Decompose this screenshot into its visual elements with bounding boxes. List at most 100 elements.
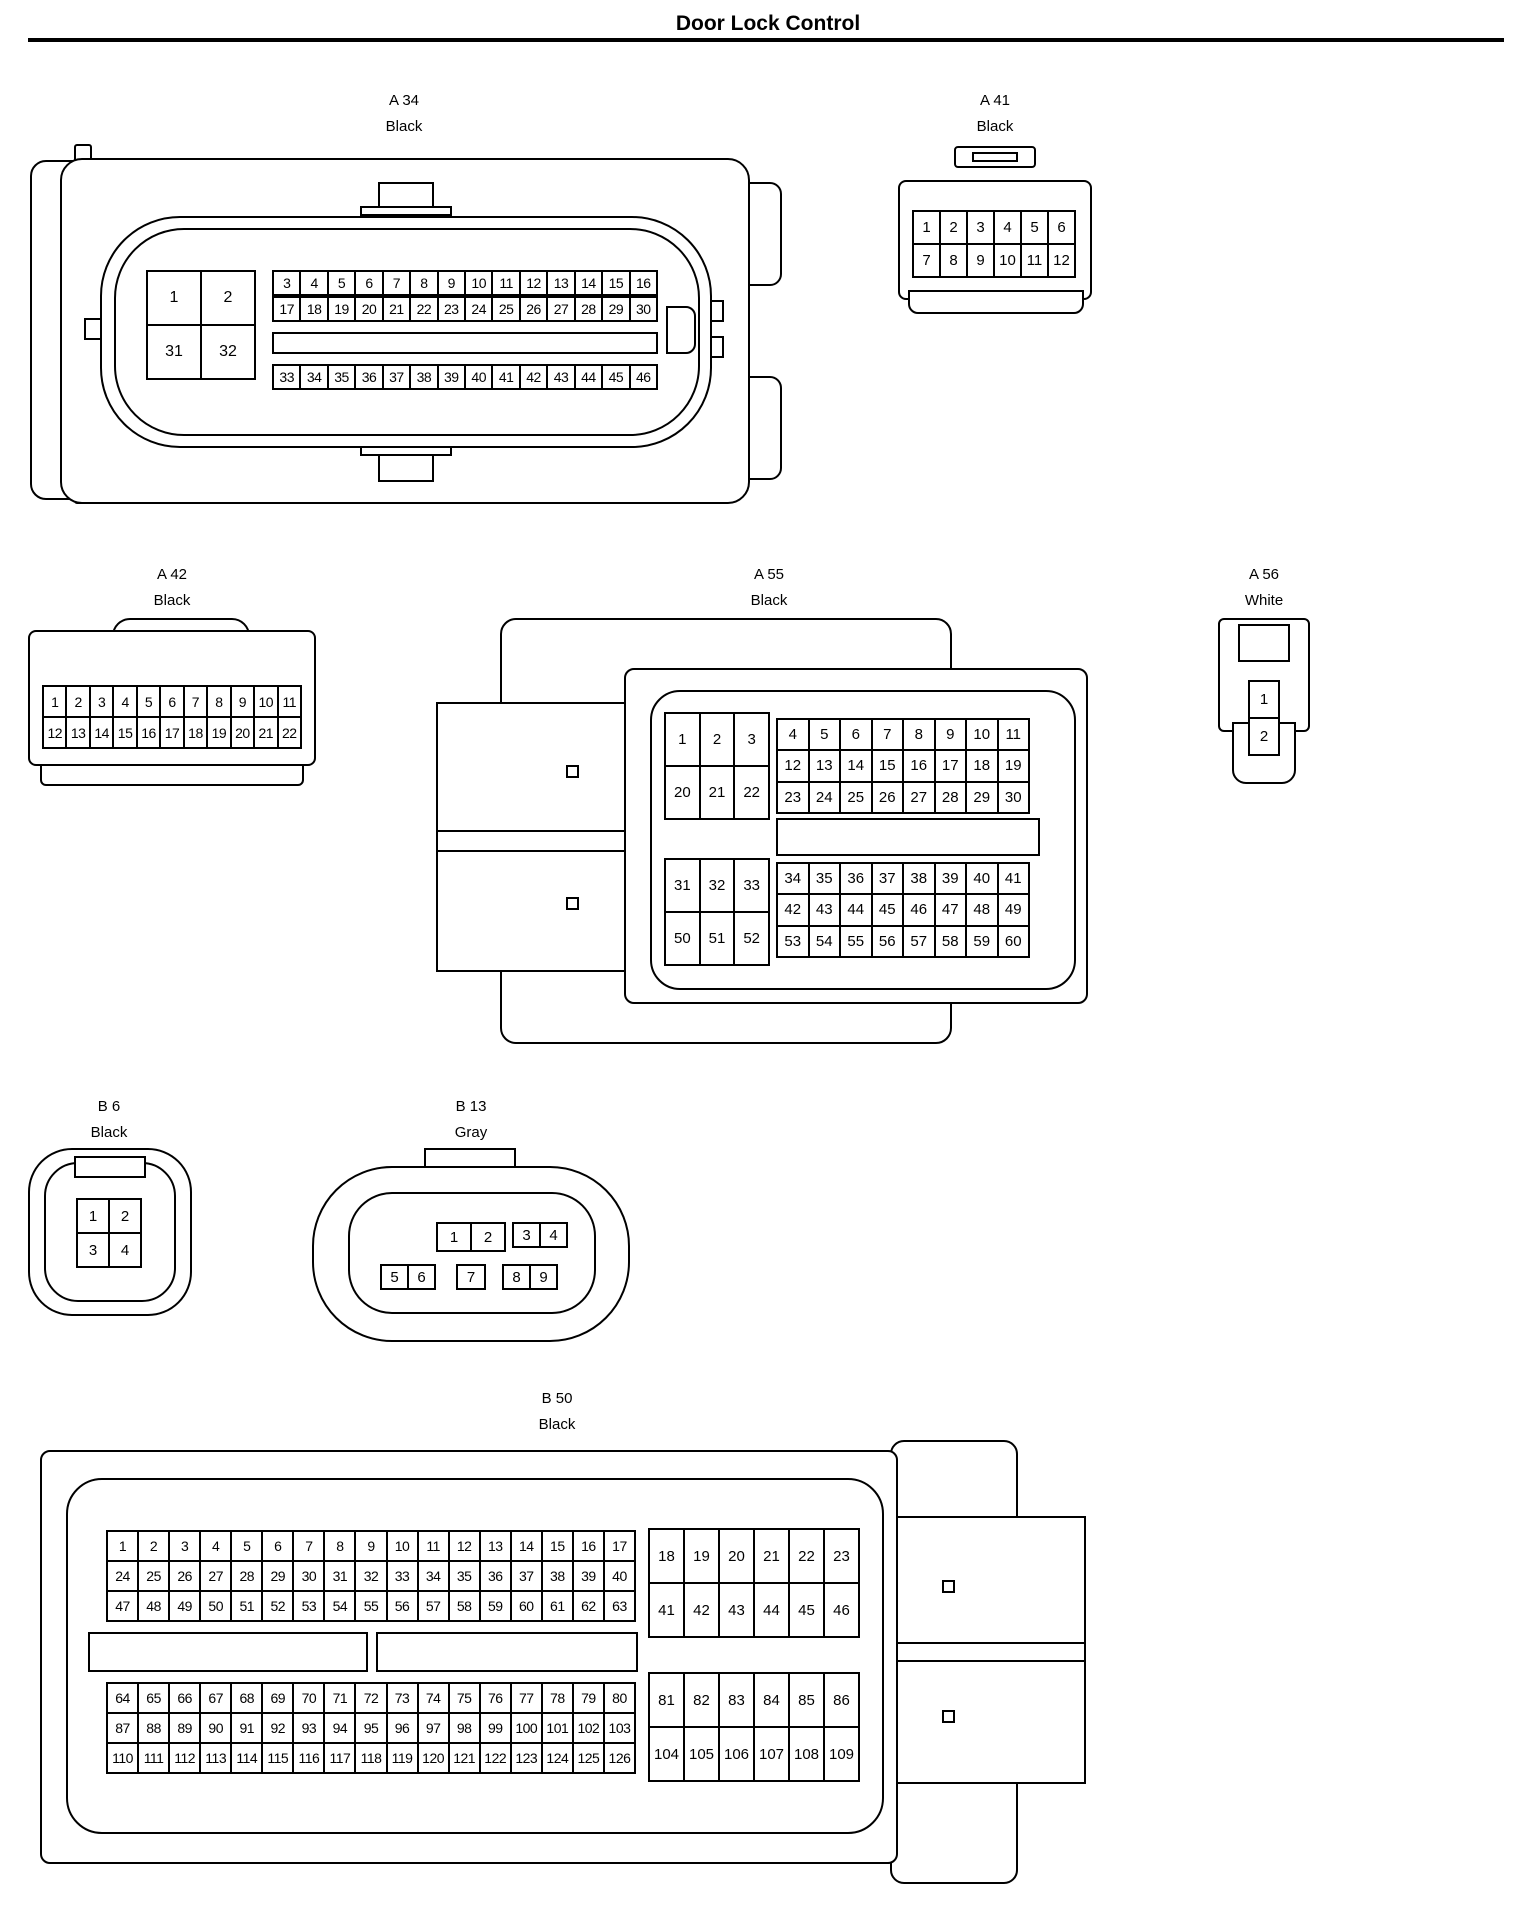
a55-lever-hole-bottom — [566, 897, 579, 910]
page-title: Door Lock Control — [675, 12, 861, 35]
pin: 26 — [519, 297, 548, 321]
pin: 1 — [437, 1223, 471, 1251]
pin: 59 — [479, 1591, 511, 1621]
pin: 100 — [510, 1713, 542, 1743]
pin: 104 — [649, 1727, 684, 1781]
pin: 34 — [417, 1561, 449, 1591]
pin: 8 — [940, 244, 967, 277]
pin: 36 — [355, 365, 383, 389]
pin: 36 — [840, 863, 872, 895]
pin: 56 — [871, 925, 903, 957]
pin: 2 — [940, 211, 967, 244]
pin: 35 — [448, 1561, 480, 1591]
pin: 1 — [147, 271, 201, 325]
pin: 52 — [734, 912, 769, 965]
pin: 86 — [824, 1673, 859, 1727]
pin: 102 — [572, 1713, 604, 1743]
pin: 22 — [277, 717, 301, 748]
pin: 5 — [1021, 211, 1048, 244]
pin: 21 — [254, 717, 278, 748]
pin: 26 — [169, 1561, 201, 1591]
pin: 48 — [966, 894, 998, 926]
pin: 47 — [934, 894, 966, 926]
pin: 38 — [410, 365, 438, 389]
pin: 53 — [777, 925, 809, 957]
pin: 42 — [519, 365, 548, 389]
pin: 2 — [699, 713, 735, 766]
pin: 30 — [997, 781, 1029, 813]
pin: 19 — [327, 297, 356, 321]
pin: 25 — [492, 297, 520, 321]
pin: 22 — [410, 297, 438, 321]
pin: 11 — [492, 271, 520, 295]
pin: 66 — [169, 1683, 201, 1713]
pin: 32 — [201, 325, 255, 379]
pin: 23 — [777, 781, 809, 813]
pin: 6 — [1048, 211, 1075, 244]
connector-a55-color: Black — [750, 592, 788, 609]
pin: 58 — [934, 925, 966, 957]
pin: 57 — [903, 925, 935, 957]
pin: 9 — [967, 244, 994, 277]
pin: 23 — [437, 297, 465, 321]
pin: 19 — [684, 1529, 719, 1583]
pin: 40 — [603, 1561, 635, 1591]
pin: 28 — [231, 1561, 263, 1591]
pin: 17 — [273, 297, 301, 321]
pin: 55 — [355, 1591, 387, 1621]
pin: 3 — [169, 1531, 201, 1561]
pin: 20 — [355, 297, 383, 321]
pin: 1 — [913, 211, 940, 244]
pin: 31 — [665, 859, 700, 912]
pin: 44 — [840, 894, 872, 926]
pin: 28 — [934, 781, 966, 813]
pin: 6 — [408, 1265, 435, 1289]
pin: 11 — [277, 686, 301, 717]
pin: 24 — [808, 781, 840, 813]
pin: 25 — [138, 1561, 170, 1591]
b13-pins-bottom-b: 7 — [456, 1264, 486, 1290]
pin: 92 — [262, 1713, 294, 1743]
connector-a42-color: Black — [153, 592, 191, 609]
pin: 30 — [629, 297, 657, 321]
pin: 58 — [448, 1591, 480, 1621]
pin: 39 — [934, 863, 966, 895]
pin: 8 — [207, 686, 231, 717]
a55-lever-hole-top — [566, 765, 579, 778]
pin: 33 — [386, 1561, 418, 1591]
pin: 11 — [417, 1531, 449, 1561]
pin: 47 — [107, 1591, 139, 1621]
pin: 31 — [147, 325, 201, 379]
pin: 37 — [871, 863, 903, 895]
pin: 2 — [471, 1223, 505, 1251]
pin: 25 — [840, 781, 872, 813]
pin: 1 — [43, 686, 67, 717]
pin: 88 — [138, 1713, 170, 1743]
pin: 17 — [603, 1531, 635, 1561]
pin: 99 — [479, 1713, 511, 1743]
pin: 115 — [262, 1743, 294, 1773]
pin: 77 — [510, 1683, 542, 1713]
pin: 3 — [89, 686, 114, 717]
pin: 32 — [355, 1561, 387, 1591]
pin: 83 — [719, 1673, 754, 1727]
pin: 15 — [541, 1531, 573, 1561]
pin: 10 — [966, 719, 998, 751]
pin: 60 — [510, 1591, 542, 1621]
pin: 33 — [273, 365, 301, 389]
pin: 54 — [808, 925, 840, 957]
pin: 39 — [437, 365, 465, 389]
pin: 23 — [824, 1529, 859, 1583]
connector-b50-id: B 50 — [541, 1390, 573, 1407]
pin: 4 — [109, 1233, 141, 1267]
pin: 19 — [207, 717, 231, 748]
pin: 32 — [699, 859, 735, 912]
pin: 1 — [77, 1199, 109, 1233]
pin: 9 — [355, 1531, 387, 1561]
